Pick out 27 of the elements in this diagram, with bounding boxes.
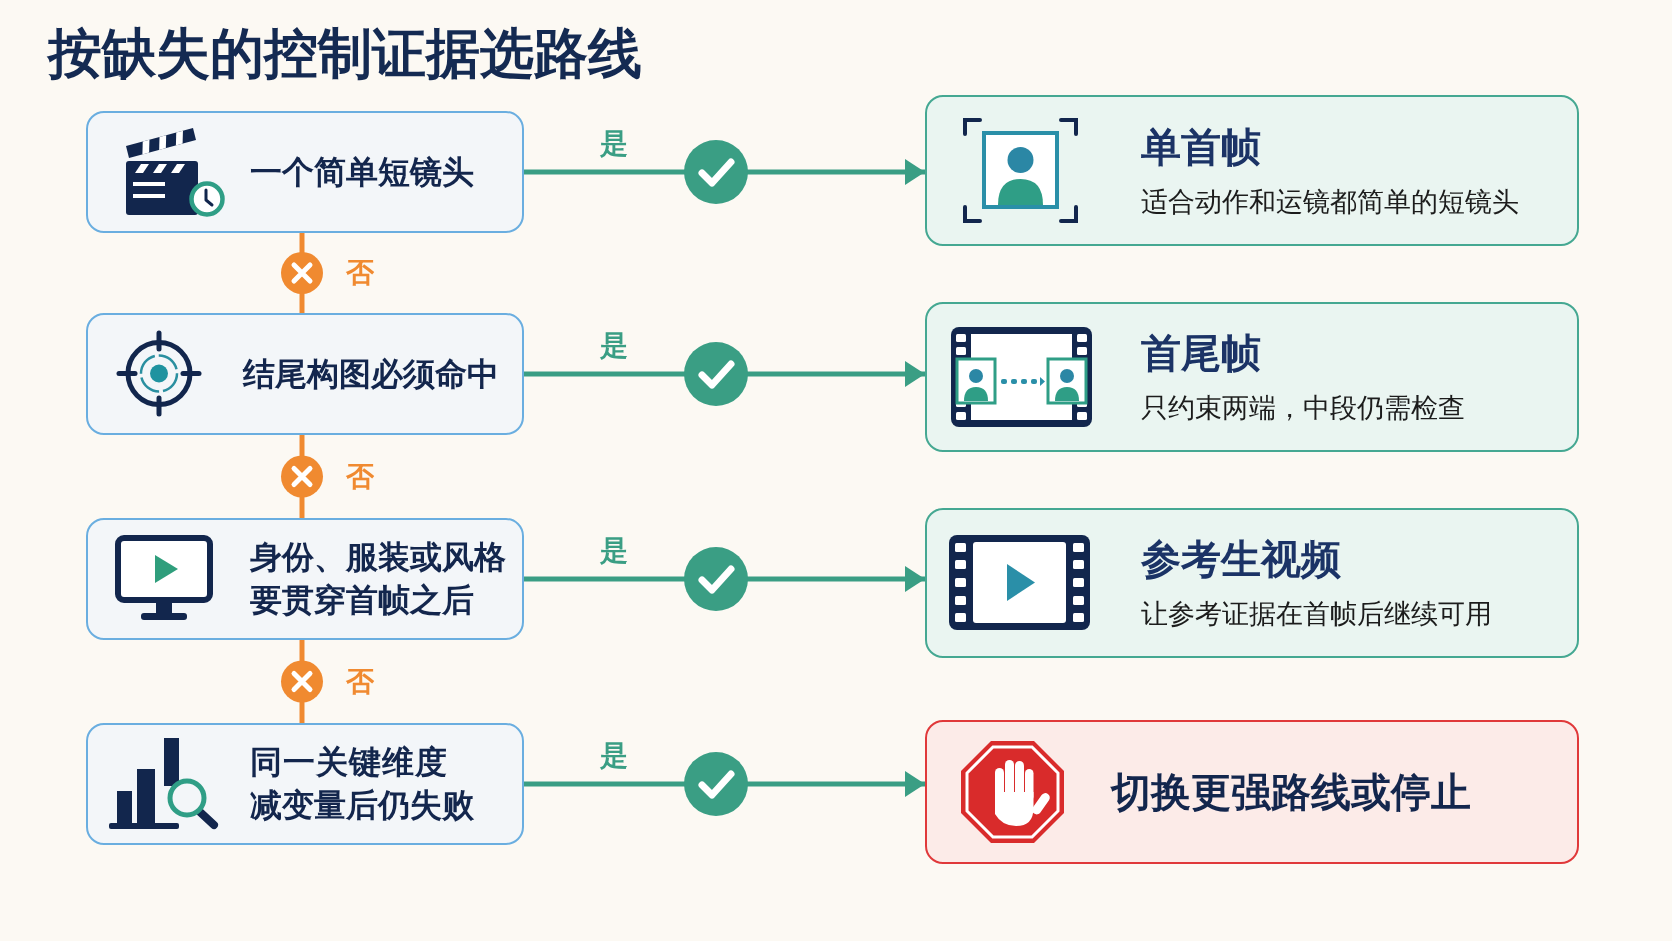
route-title: 首尾帧 (1141, 329, 1261, 378)
route-title: 切换更强路线或停止 (1111, 768, 1471, 816)
route-description: 适合动作和运镜都简单的短镜头 (1141, 184, 1519, 219)
edge-label: 否 (346, 461, 374, 492)
question-text: 同一关键维度减变量后仍失败 (250, 742, 475, 826)
question-box (86, 723, 524, 845)
route-card (925, 508, 1579, 658)
question-text: 身份、服装或风格要贯穿首帧之后 (250, 537, 507, 621)
question-box (86, 111, 524, 233)
question-text: 一个简单短镜头 (250, 151, 474, 193)
edge-label: 是 (600, 740, 628, 772)
question-text: 结尾构图必须命中 (243, 353, 499, 395)
edge-label: 否 (346, 666, 374, 697)
route-card (925, 302, 1579, 452)
question-box (86, 313, 524, 435)
route-card (925, 95, 1579, 246)
edge-label: 是 (600, 330, 628, 362)
route-title: 单首帧 (1141, 122, 1261, 171)
edge-label: 是 (600, 128, 628, 160)
route-description: 让参考证据在首帧后继续可用 (1141, 597, 1492, 631)
route-title: 参考生视频 (1141, 535, 1341, 584)
route-description: 只约束两端，中段仍需检查 (1141, 391, 1465, 425)
edge-label: 是 (600, 535, 628, 567)
question-box (86, 518, 524, 640)
stop-card (925, 720, 1579, 864)
edge-label: 否 (346, 257, 374, 289)
title: 按缺失的控制证据选路线 (48, 22, 642, 87)
